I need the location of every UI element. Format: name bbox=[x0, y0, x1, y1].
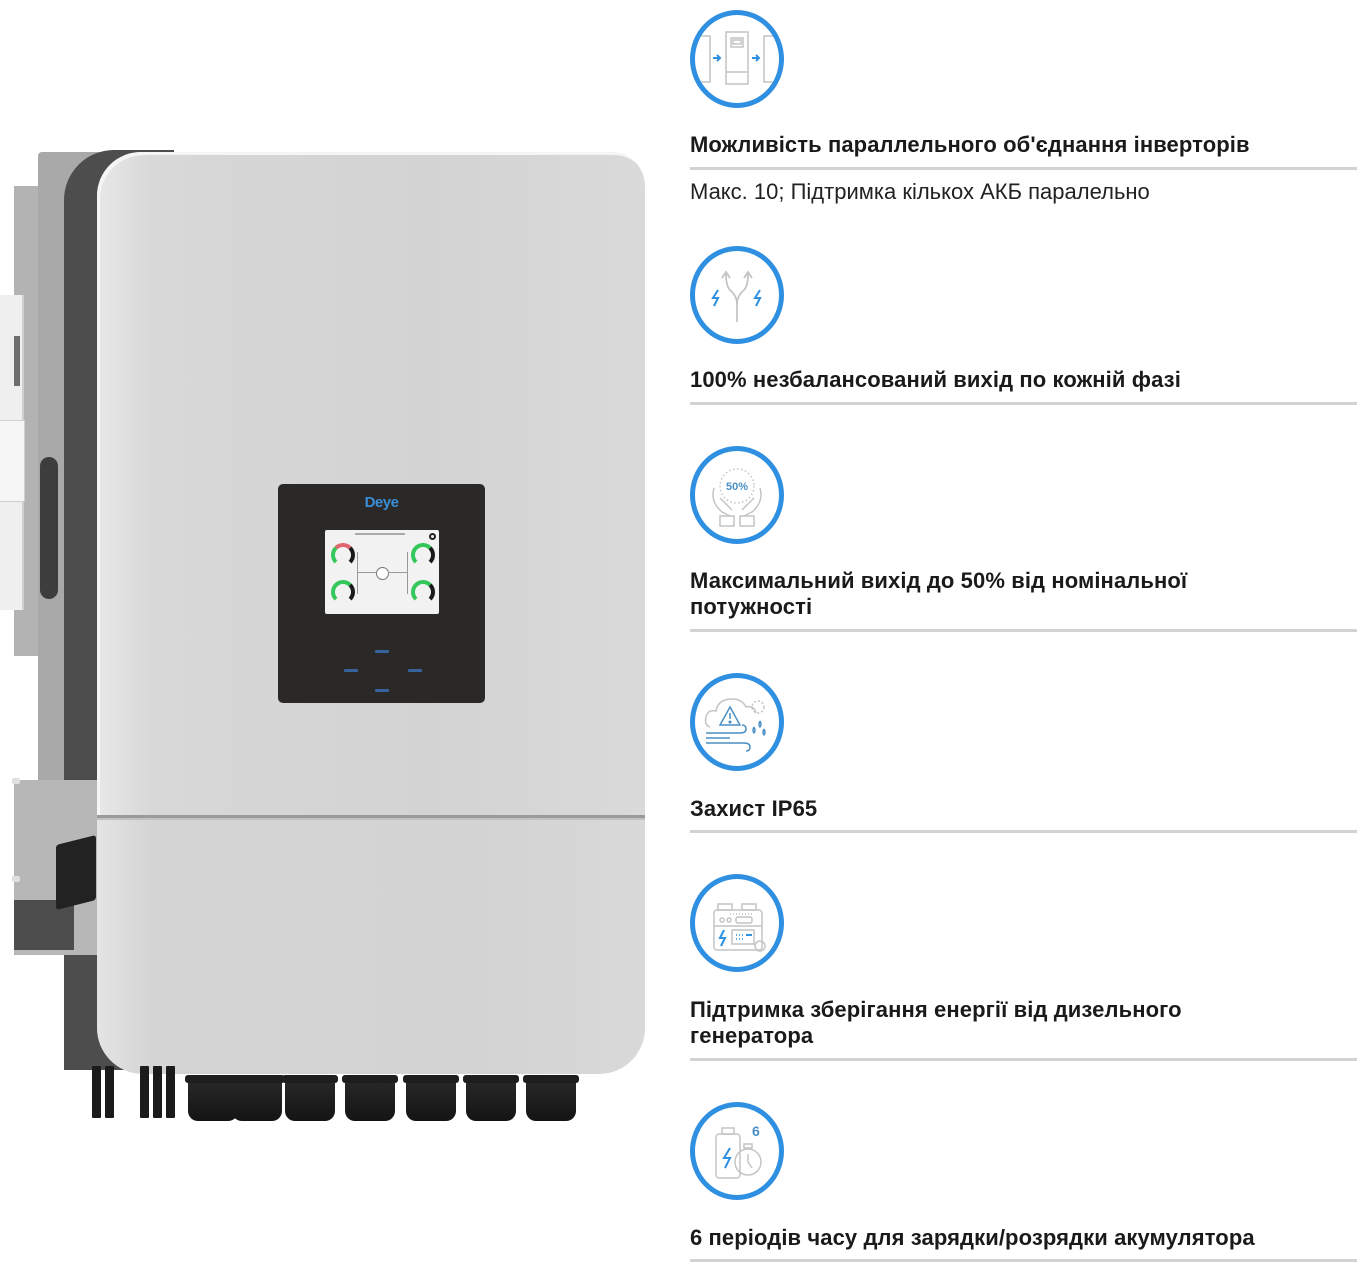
screw-icon bbox=[12, 876, 20, 882]
parallel-inverters-icon bbox=[690, 10, 784, 108]
feature-title-line-1: Максимальний вихід до 50% від номінально… bbox=[690, 568, 1188, 593]
cable-gland bbox=[342, 1075, 398, 1121]
pv-gauge-icon bbox=[331, 543, 355, 567]
lcd-screen bbox=[325, 530, 439, 614]
weather-protection-icon bbox=[690, 673, 784, 771]
battery-timer-icon: 6 bbox=[690, 1102, 784, 1200]
mc4-connector bbox=[153, 1066, 162, 1118]
divider bbox=[690, 830, 1357, 833]
divider bbox=[690, 402, 1357, 405]
cable-gland bbox=[523, 1075, 579, 1121]
divider bbox=[690, 1058, 1357, 1061]
inverter-product-image: Deye bbox=[0, 150, 645, 1121]
up-button bbox=[375, 650, 389, 653]
feature-title-line-1: Підтримка зберігання енергії від дизельн… bbox=[690, 997, 1182, 1022]
flow-line bbox=[407, 552, 408, 594]
cable-gland bbox=[282, 1075, 338, 1121]
feature-title-line-2: потужності bbox=[690, 594, 813, 619]
lcd-datetime bbox=[355, 533, 405, 535]
dc-switch-handle bbox=[56, 835, 96, 910]
battery-gauge-icon bbox=[331, 580, 355, 604]
control-panel: Deye bbox=[278, 484, 485, 703]
mc4-connector bbox=[105, 1066, 114, 1118]
bracket-slot bbox=[14, 336, 20, 386]
screw-icon bbox=[12, 778, 20, 784]
feature-title: 100% незбалансований вихід по кожній фаз… bbox=[690, 367, 1181, 392]
esc-button bbox=[344, 669, 358, 672]
load-gauge-icon bbox=[411, 580, 435, 604]
unbalanced-output-icon bbox=[690, 246, 784, 344]
mc4-connector bbox=[166, 1066, 175, 1118]
feature-title: Можливість параллельного об'єднання інве… bbox=[690, 132, 1250, 157]
cable-gland bbox=[403, 1075, 459, 1121]
inverter-hub-icon bbox=[376, 567, 389, 580]
flow-line bbox=[357, 572, 376, 573]
divider bbox=[690, 629, 1357, 632]
svg-text:50%: 50% bbox=[726, 481, 748, 493]
flow-line bbox=[357, 552, 358, 594]
feature-title-line-2: генератора bbox=[690, 1023, 814, 1048]
divider bbox=[690, 167, 1357, 170]
down-button bbox=[375, 689, 389, 692]
cover-seam bbox=[97, 815, 645, 818]
feature-title: 6 періодів часу для зарядки/розрядки аку… bbox=[690, 1225, 1255, 1250]
flow-line bbox=[388, 572, 407, 573]
cable-gland bbox=[463, 1075, 519, 1121]
enter-button bbox=[408, 669, 422, 672]
mc4-connector bbox=[92, 1066, 101, 1118]
bracket-tab bbox=[0, 420, 25, 502]
gear-icon bbox=[429, 533, 436, 540]
side-vent-slot bbox=[40, 457, 58, 599]
mc4-connector bbox=[140, 1066, 149, 1118]
inverter-front-cover-lower bbox=[97, 818, 645, 1074]
inverter-lower-side-dark bbox=[14, 900, 74, 950]
feature-title: Захист IP65 bbox=[690, 796, 818, 821]
diesel-generator-icon bbox=[690, 874, 784, 972]
cable-gland bbox=[229, 1075, 285, 1121]
brand-logo: Deye bbox=[364, 494, 399, 511]
feature-subtitle: Макс. 10; Підтримка кількох АКБ паралель… bbox=[690, 179, 1150, 204]
hands-50-percent-icon: 50% bbox=[690, 446, 784, 544]
svg-text:6: 6 bbox=[752, 1123, 760, 1139]
divider bbox=[690, 1259, 1357, 1262]
grid-gauge-icon bbox=[411, 543, 435, 567]
